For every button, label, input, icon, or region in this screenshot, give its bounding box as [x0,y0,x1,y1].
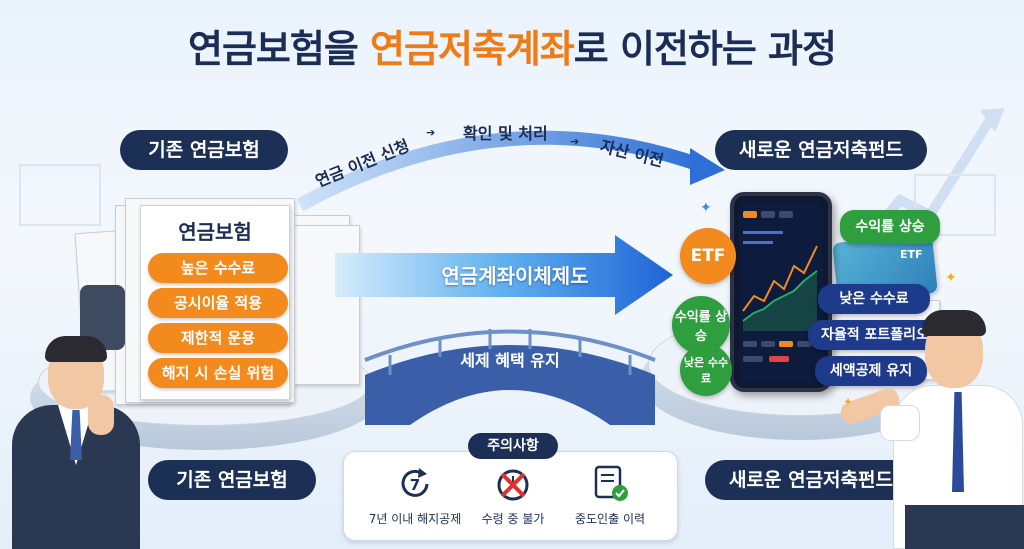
step-arrow-icon: ➔ [426,126,436,139]
right-feature: 세액공제 유지 [815,356,927,386]
step-confirm: 확인 및 처리 [463,124,548,143]
right-label-bottom: 새로운 연금저축펀드 [705,460,917,500]
right-label-top: 새로운 연금저축펀드 [715,130,927,170]
left-label-top: 기존 연금보험 [120,130,288,170]
left-feature: 해지 시 손실 위험 [148,358,288,388]
warning-title: 주의사항 [468,433,558,459]
etf-badge: ETF [680,228,736,284]
prohibited-clock-icon [497,469,529,501]
sparkle-icon: ✦ [843,395,854,409]
seven-number: 7 [410,476,420,494]
title-highlight: 연금저축계좌 [370,27,575,71]
page-title: 연금보험을 연금저축계좌로 이전하는 과정 [0,18,1024,73]
left-feature: 높은 수수료 [148,253,288,283]
top-green-pill: 수익률 상승 [840,210,940,244]
warning-item-label: 중도인출 이력 [574,512,646,526]
sparkle-icon: ✦ [700,200,712,216]
bridge-icon [364,329,656,425]
left-feature: 제한적 운용 [148,323,288,353]
low-fee-bubble: 낮은 수수료 [680,344,732,396]
left-label-bottom: 기존 연금보험 [148,460,316,500]
bridge-label: 세제 혜택 유지 [460,351,560,370]
seven-year-cycle-icon: 7 [401,468,429,497]
title-part2: 로 이전하는 과정 [573,27,837,71]
title-part1: 연금보험을 [188,27,371,71]
main-transfer-arrow [335,235,673,315]
phone-screen [739,201,823,383]
warning-item-label: 7년 이내 해지공제 [368,512,462,526]
document-check-icon [594,465,628,501]
right-feature: 자율적 포트폴리오 [808,320,942,350]
warning-item-label: 수령 중 불가 [481,512,545,526]
sparkle-icon: ✦ [945,270,957,286]
stock-chart [742,211,818,362]
main-arrow-label: 연금계좌이체제도 [441,264,589,288]
left-feature: 공시이율 적용 [148,288,288,318]
doc-title: 연금보험 [178,220,252,244]
right-feature: 낮은 수수료 [818,284,930,314]
step-arrow-icon: ➔ [570,135,580,148]
card-label: ETF [900,248,923,261]
smartphone [730,192,832,392]
